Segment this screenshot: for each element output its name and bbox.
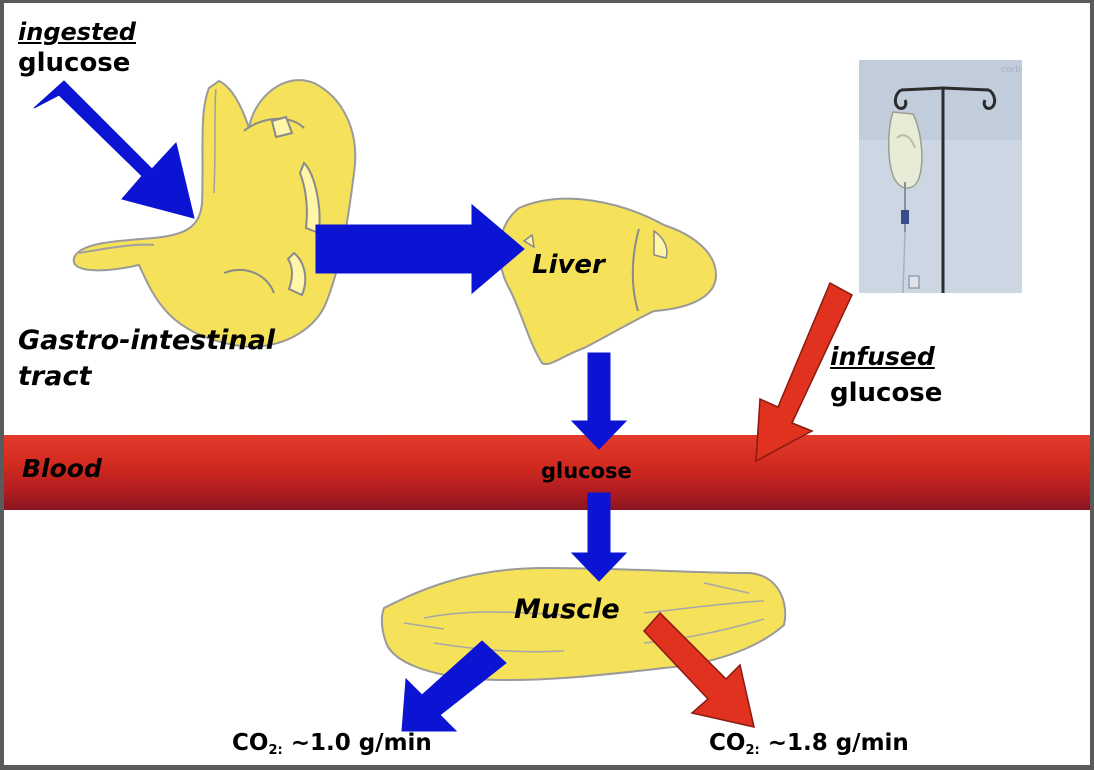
liver-label: Liver [532,250,605,280]
infused-arrow [755,281,853,463]
co2-left-value: ~1.0 g/min [282,730,432,756]
muscle-label: Muscle [514,594,620,625]
co2-right-label: CO2: ~1.8 g/min [709,730,909,759]
red-arrows [642,281,853,728]
co2-left-prefix: CO [232,730,269,756]
glucose-blood-label: glucose [541,459,632,483]
gi-tract-label-line1: Gastro-intestinal [18,325,276,356]
gi-to-liver-arrow [315,203,525,295]
blood-vessel-band [4,435,1090,510]
slide: corbis ingested glucose Gastro-intestina… [4,3,1090,765]
gi-tract-label-line2: tract [18,361,92,392]
glucose-infused-label: glucose [830,378,943,408]
liver-icon [498,197,718,366]
blue-arrows [33,80,628,732]
muscle-to-co2-right-arrow [642,611,755,728]
co2-right-prefix: CO [709,730,746,756]
iv-bag-icon: corbis [859,60,1022,293]
ingested-label: ingested [18,18,136,46]
liver-to-blood-arrow [570,352,628,450]
diagram-graphics [33,79,853,732]
co2-left-label: CO2: ~1.0 g/min [232,730,432,759]
co2-right-value: ~1.8 g/min [759,730,909,756]
co2-right-subscript: 2: [745,743,760,758]
glucose-ingested-label: glucose [18,48,131,78]
blood-to-muscle-arrow [570,492,628,582]
ingested-arrow [33,80,195,219]
photo-watermark: corbis [1001,65,1022,75]
co2-left-subscript: 2: [268,743,283,758]
infused-label: infused [830,342,935,371]
muscle-to-co2-left-arrow [401,640,507,732]
stomach-icon [72,79,357,348]
blood-label: Blood [22,454,102,483]
iv-bag-photo: corbis [859,60,1022,293]
